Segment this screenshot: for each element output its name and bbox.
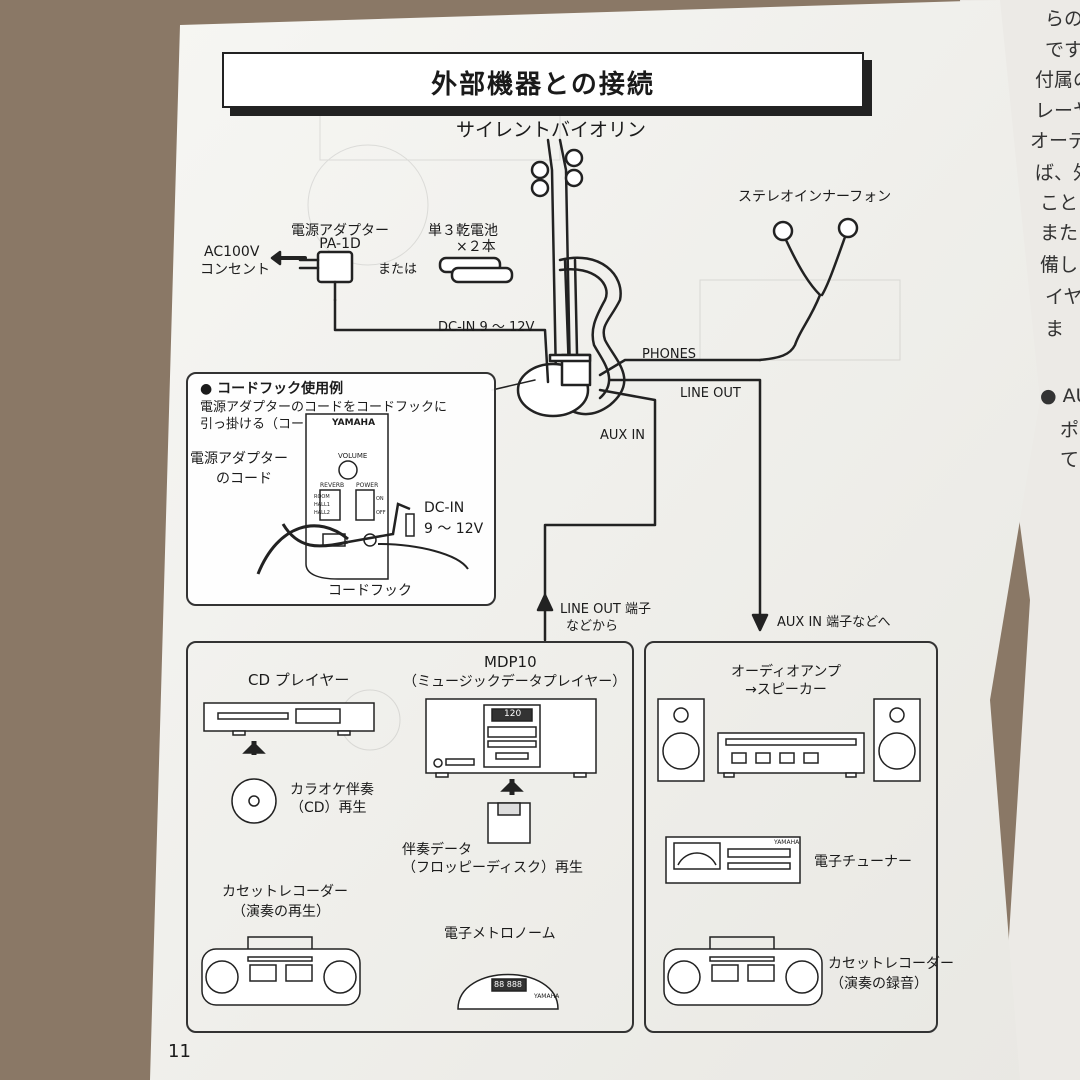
right-page-line: ポ bbox=[1060, 419, 1080, 441]
cd-player-label: CD プレイヤー bbox=[248, 671, 350, 689]
amplifier-illustration bbox=[717, 732, 865, 778]
amp-label: オーディオアンプ bbox=[730, 664, 842, 680]
right-page-line: こと bbox=[1040, 192, 1079, 214]
cassette-recorder-illustration bbox=[201, 936, 361, 1006]
control-panel-illustration bbox=[256, 413, 469, 580]
right-page-line: です。 bbox=[1045, 39, 1080, 61]
right-page-line: ば、外 bbox=[1035, 162, 1080, 184]
mdp10-illustration bbox=[425, 698, 597, 778]
inset-brand: YAMAHA bbox=[332, 418, 376, 428]
title-box: 外部機器との接続 bbox=[222, 52, 864, 108]
right-page-line: また bbox=[1040, 222, 1079, 244]
right-page-line: 付属の bbox=[1035, 69, 1080, 91]
amp-label: →スピーカー bbox=[745, 682, 827, 698]
metronome-illustration bbox=[457, 973, 559, 1010]
lineout-terminal-label: LINE OUT 端子 bbox=[560, 602, 651, 617]
output-devices-illustrations bbox=[657, 698, 921, 1006]
metronome-display: 88 888 bbox=[494, 980, 522, 989]
mdp-desc-label: （ミュージックデータプレイヤー） bbox=[403, 674, 627, 690]
output-devices-box: オーディオアンプ →スピーカー 電子チューナー YAMAHA カセットレコーダー… bbox=[644, 641, 954, 1033]
cassette-play-label: （演奏の再生） bbox=[232, 904, 330, 920]
phones-device-label: ステレオインナーフォン bbox=[738, 189, 892, 205]
right-page-line: オーデ bbox=[1030, 130, 1080, 152]
speaker-left-illustration bbox=[657, 698, 705, 782]
or-label: または bbox=[378, 262, 418, 277]
hall1-label: HALL1 bbox=[314, 502, 330, 508]
adapter-cord-label: 電源アダプター bbox=[190, 451, 288, 467]
room-label: ROOM bbox=[314, 494, 330, 500]
tuner-label: 電子チューナー bbox=[814, 854, 912, 870]
karaoke-label: （CD）再生 bbox=[290, 800, 367, 816]
right-page-line: ま bbox=[1045, 318, 1065, 340]
dcin-cord bbox=[333, 298, 550, 384]
lineout-wire bbox=[608, 378, 762, 627]
cassette-recorder-illustration bbox=[663, 936, 823, 1006]
page-title: 外部機器との接続 bbox=[431, 70, 655, 100]
power-label: POWER bbox=[356, 482, 379, 489]
adapter-cord-label: のコード bbox=[216, 471, 272, 487]
dcin-inset-label: 9 ～ 12V bbox=[424, 521, 484, 537]
outlet-label: コンセント bbox=[200, 262, 270, 278]
right-page-bullet: ● AU bbox=[1040, 385, 1080, 407]
playback-devices-box: CD プレイヤー カラオケ伴奏 （CD）再生 MDP10 （ミュージックデータプ… bbox=[186, 641, 634, 1033]
adapter-label: 電源アダプター bbox=[291, 223, 389, 239]
adapter-illustration bbox=[298, 250, 354, 302]
right-page-line: レーヤ bbox=[1035, 100, 1080, 122]
battery-label: 単３乾電池 bbox=[428, 223, 498, 239]
auxin-terminal-label: AUX IN 端子などへ bbox=[777, 615, 891, 630]
volume-label: VOLUME bbox=[338, 452, 368, 460]
off-label: OFF bbox=[376, 510, 386, 516]
metronome-label: 電子メトロノーム bbox=[444, 926, 556, 942]
lineout-label: LINE OUT bbox=[680, 386, 741, 401]
cassette-rec-label: カセットレコーダー bbox=[828, 956, 954, 972]
tuner-brand: YAMAHA bbox=[774, 839, 800, 846]
right-page-line: らのス bbox=[1045, 8, 1080, 30]
metronome-brand: YAMAHA bbox=[534, 993, 560, 1000]
mdp-model-label: MDP10 bbox=[484, 653, 537, 671]
inset-heading: ● コードフック使用例 bbox=[200, 381, 344, 397]
speaker-right-illustration bbox=[873, 698, 921, 782]
cassette-rec-label: （演奏の録音） bbox=[830, 976, 928, 992]
cd-disc-illustration bbox=[231, 778, 277, 824]
cord-hook-inset: ● コードフック使用例 電源アダプターのコードをコードフックに 引っ掛ける（コー… bbox=[186, 372, 496, 606]
battery-illustration bbox=[438, 256, 514, 284]
cd-player-illustration bbox=[203, 702, 375, 736]
page-number: 11 bbox=[168, 1041, 191, 1062]
main-sheet bbox=[150, 0, 1040, 1080]
auxin-wire bbox=[543, 388, 657, 602]
on-label: ON bbox=[376, 496, 384, 502]
lineout-terminal-label: などから bbox=[566, 619, 619, 634]
floppy-label: 伴奏データ bbox=[402, 842, 472, 858]
tuner-illustration bbox=[665, 836, 801, 884]
reverb-label: REVERB bbox=[320, 482, 345, 489]
cord-hook-label: コードフック bbox=[328, 583, 412, 599]
violin-label: サイレントバイオリン bbox=[456, 119, 647, 141]
mdp-display: 120 bbox=[504, 709, 522, 719]
karaoke-label: カラオケ伴奏 bbox=[290, 782, 374, 798]
floppy-illustration bbox=[487, 802, 531, 844]
dcin-inset-label: DC-IN bbox=[424, 500, 465, 516]
playback-devices-illustrations bbox=[201, 698, 597, 1010]
outlet-label: AC100V bbox=[204, 244, 260, 260]
earphones-illustration bbox=[758, 217, 859, 362]
phones-label: PHONES bbox=[642, 347, 697, 362]
cassette-play-label: カセットレコーダー bbox=[222, 884, 348, 900]
battery-count: ×２本 bbox=[456, 239, 496, 255]
auxin-label: AUX IN bbox=[600, 428, 646, 443]
inset-desc: 電源アダプターのコードをコードフックに bbox=[200, 400, 448, 415]
violin-illustration bbox=[516, 138, 626, 418]
right-page-line: イヤ bbox=[1045, 286, 1080, 308]
floppy-label: （フロッピーディスク）再生 bbox=[402, 860, 584, 876]
dcin-label: DC-IN 9 ～ 12V bbox=[438, 320, 535, 335]
adapter-model: PA-1D bbox=[319, 236, 361, 252]
hall2-label: HALL2 bbox=[314, 510, 330, 516]
right-page-line: て bbox=[1060, 449, 1080, 471]
phones-cord bbox=[598, 358, 762, 377]
right-page-line: 備し bbox=[1040, 254, 1079, 276]
